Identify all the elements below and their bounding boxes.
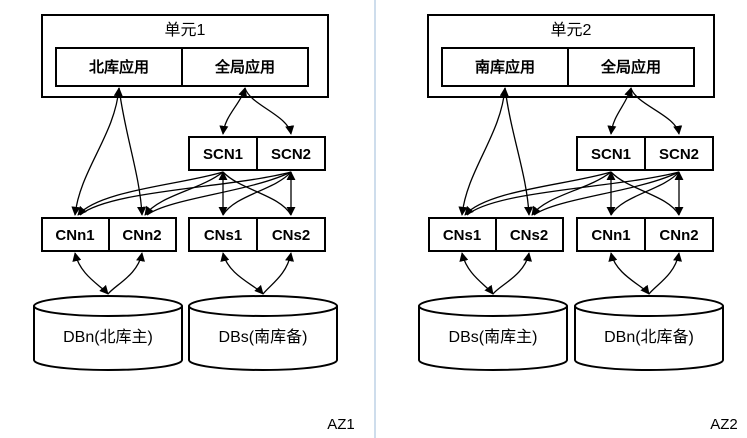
cn-box-left-1 bbox=[428, 217, 497, 252]
scn-label-2: SCN2 bbox=[271, 146, 311, 163]
db-cylinder-left: DBs(南库主) bbox=[418, 295, 568, 371]
cn-label-right-2: CNn2 bbox=[659, 227, 698, 244]
unit-title: 单元2 bbox=[551, 21, 592, 39]
scn-box-2 bbox=[644, 136, 714, 171]
cn-label-left-2: CNn2 bbox=[122, 227, 161, 244]
db-left-label: DBn(北库主) bbox=[63, 328, 153, 346]
cn-box-left-2 bbox=[108, 217, 177, 252]
scn-box-1 bbox=[188, 136, 258, 171]
cn-box-right-1 bbox=[188, 217, 258, 252]
app-right-label: 全局应用 bbox=[214, 58, 275, 76]
db-right-label: DBn(北库备) bbox=[604, 328, 694, 346]
app-box-right bbox=[567, 47, 695, 87]
app-left-label: 南库应用 bbox=[475, 58, 535, 76]
db-cylinder-right: DBn(北库备) bbox=[574, 295, 724, 371]
unit-frame bbox=[41, 14, 329, 98]
connectors-az2 bbox=[458, 87, 684, 295]
app-right-label: 全局应用 bbox=[600, 58, 661, 76]
app-box-left bbox=[441, 47, 569, 87]
az-label: AZ1 bbox=[327, 416, 355, 433]
db-right-label: DBs(南库备) bbox=[219, 328, 308, 346]
db-left-label: DBs(南库主) bbox=[449, 328, 538, 346]
app-box-right bbox=[181, 47, 309, 87]
unit-title: 单元1 bbox=[165, 21, 206, 39]
db-cylinder-left: DBn(北库主) bbox=[33, 295, 183, 371]
cn-label-right-1: CNn1 bbox=[591, 227, 630, 244]
az-label: AZ2 bbox=[710, 416, 738, 433]
scn-box-2 bbox=[256, 136, 326, 171]
cn-box-right-2 bbox=[256, 217, 326, 252]
cn-box-left-2 bbox=[495, 217, 564, 252]
cn-label-right-2: CNs2 bbox=[272, 227, 310, 244]
app-left-label: 北库应用 bbox=[89, 58, 149, 76]
scn-label-1: SCN1 bbox=[203, 146, 243, 163]
zone-az1: 单元1 北库应用 全局应用 SCN1 SCN2 CNn1 CNn2 CNs1 C… bbox=[33, 14, 355, 433]
cn-label-left-1: CNs1 bbox=[443, 227, 481, 244]
cn-label-right-1: CNs1 bbox=[204, 227, 242, 244]
cn-label-left-1: CNn1 bbox=[55, 227, 94, 244]
scn-label-1: SCN1 bbox=[591, 146, 631, 163]
app-box-left bbox=[55, 47, 183, 87]
cn-box-right-2 bbox=[644, 217, 714, 252]
cn-box-right-1 bbox=[576, 217, 646, 252]
zone-az2: 单元2 南库应用 全局应用 SCN1 SCN2 CNs1 CNs2 CNn1 C… bbox=[418, 14, 738, 433]
connectors-az1 bbox=[71, 87, 296, 295]
db-cylinder-right: DBs(南库备) bbox=[188, 295, 338, 371]
unit-frame bbox=[427, 14, 715, 98]
cn-label-left-2: CNs2 bbox=[510, 227, 548, 244]
scn-label-2: SCN2 bbox=[659, 146, 699, 163]
